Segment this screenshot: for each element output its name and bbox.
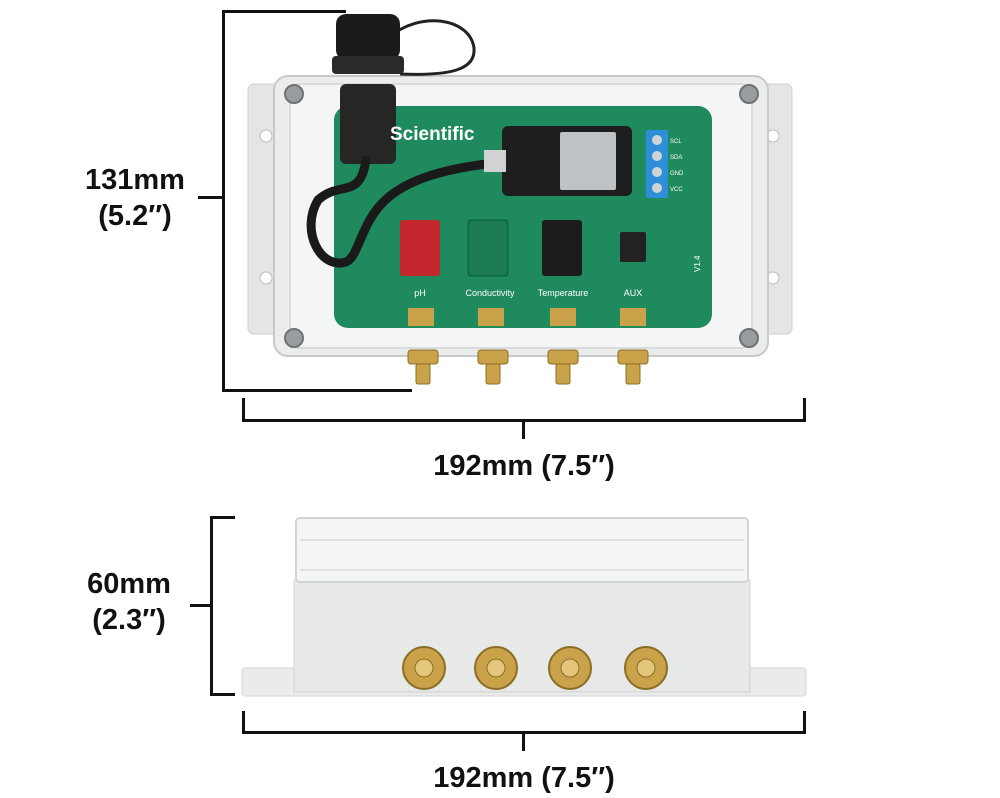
board-version: V1.4: [693, 255, 702, 272]
top-height-bracket-vertical: [222, 10, 225, 391]
ph-module: [400, 220, 440, 276]
corner-screws: [284, 84, 759, 348]
usb-cable: [306, 155, 491, 268]
module-label-conductivity: Conductivity: [465, 288, 515, 298]
tether-loop: [387, 19, 476, 76]
terminal-screws: [652, 135, 662, 193]
top-width-bracket-left: [242, 398, 245, 422]
side-height-label: 60mm (2.3″): [66, 566, 192, 638]
sma-connector: [415, 363, 431, 385]
top-width-bracket-right: [803, 398, 806, 422]
side-clear-lid: [295, 517, 749, 583]
top-width-label: 192mm (7.5″): [433, 450, 615, 482]
top-height-bracket-tick: [198, 196, 224, 199]
wifi-module: [560, 132, 616, 190]
screw-icon: [284, 84, 304, 104]
sma-connector: [407, 349, 439, 365]
side-width-bracket-tick: [522, 731, 525, 751]
terminal-label-sda: SDA: [670, 155, 682, 161]
terminal-block: [646, 130, 668, 198]
sma-connector: [617, 349, 649, 365]
side-sma-connectors: [402, 646, 668, 690]
board-connectors: [408, 308, 646, 326]
side-view-illustration: [241, 517, 807, 697]
gland-body: [340, 84, 396, 164]
screw-icon: [652, 135, 662, 145]
side-enclosure-body: [293, 579, 751, 693]
module-label-temperature: Temperature: [538, 288, 589, 298]
flange-hole: [259, 271, 273, 285]
screw-icon: [652, 183, 662, 193]
top-width-bracket-tick: [522, 419, 525, 439]
side-width-bracket-right: [803, 711, 806, 734]
top-height-label: 131mm (5.2″): [70, 162, 200, 234]
side-height-bracket-bottom: [210, 693, 235, 696]
screw-icon: [652, 167, 662, 177]
screw-icon: [739, 84, 759, 104]
terminal-label-vcc: VCC: [670, 187, 683, 193]
brand-text: Scientific: [390, 124, 475, 145]
side-width-bracket-left: [242, 711, 245, 734]
terminal-label-gnd: GND: [670, 171, 684, 177]
screw-icon: [652, 151, 662, 161]
side-width-label: 192mm (7.5″): [433, 762, 615, 794]
screw-icon: [739, 328, 759, 348]
side-height-bracket-top: [210, 516, 235, 519]
temperature-module: [542, 220, 582, 276]
sma-connector: [555, 363, 571, 385]
side-height-mm: 60mm: [87, 568, 171, 600]
sma-connector: [625, 363, 641, 385]
gland-nut: [332, 56, 404, 74]
module-label-ph: pH: [414, 288, 426, 298]
sma-connectors-top: [407, 349, 649, 385]
side-height-bracket-tick: [190, 604, 212, 607]
screw-icon: [284, 328, 304, 348]
usb-port: [484, 150, 506, 172]
sma-connector: [547, 349, 579, 365]
module-label-aux: AUX: [624, 288, 643, 298]
sma-connector: [485, 363, 501, 385]
top-height-bracket-top: [222, 10, 346, 13]
top-height-mm: 131mm: [85, 164, 185, 196]
top-height-in: (5.2″): [98, 200, 172, 232]
flange-hole: [259, 129, 273, 143]
conductivity-module: [467, 219, 509, 277]
sma-connector: [477, 349, 509, 365]
side-height-in: (2.3″): [92, 604, 166, 636]
aux-chip: [620, 232, 646, 262]
terminal-label-scl: SCL: [670, 139, 682, 145]
top-height-bracket-bottom: [222, 389, 412, 392]
gland-cap: [336, 14, 400, 60]
